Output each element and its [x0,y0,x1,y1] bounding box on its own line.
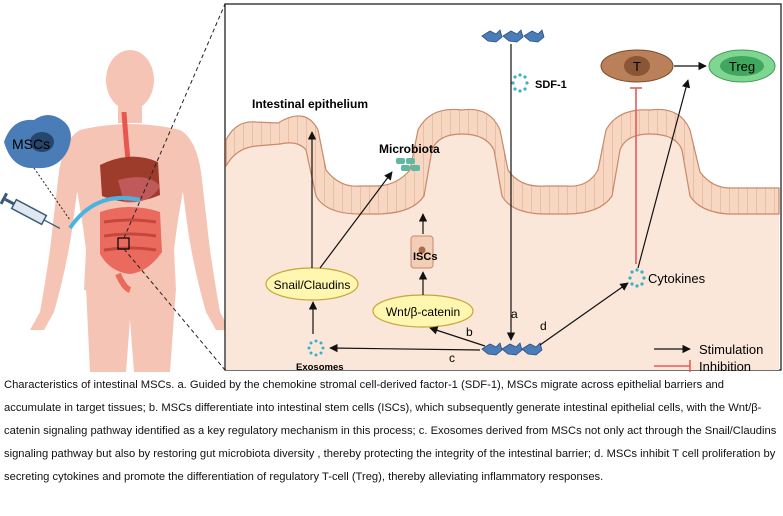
mechanism-diagram: MSCs SDF-1 Intestinal epithelium Microbi… [0,3,782,372]
msc-cluster-top-icon [481,29,545,43]
zoom-line-top [123,3,226,239]
figure-caption: Characteristics of intestinal MSCs. a. G… [4,379,777,483]
exosomes-label: Exosomes [296,362,344,372]
path-b-label: b [466,325,473,339]
isc-cell-icon [410,235,434,269]
sdf1-label: SDF-1 [535,79,567,91]
msc-cell-icon [4,115,71,169]
human-body-illustration [30,50,230,372]
arrow-snail-microbiota [319,171,393,269]
mscs-label: MSCs [12,136,50,152]
arrow-b [429,326,486,347]
exosomes-dots-icon [307,339,325,357]
wnt-label: Wnt/β-catenin [386,305,460,319]
syringe-icon [0,192,61,229]
t-cell-label: T [633,59,641,74]
t-cell-icon [600,49,674,83]
microbiota-icon [396,158,420,171]
path-a-label: a [511,307,518,321]
path-d-label: d [540,319,547,333]
zoom-region-box [117,237,130,250]
pathway-arrows [307,44,707,353]
iscs-label: ISCs [413,251,437,263]
intestinal-epithelium-label: Intestinal epithelium [252,97,368,111]
legend-inhibition-label: Inhibition [699,359,751,372]
msc-pointer-line [33,167,71,221]
treg-cell-icon [708,49,776,83]
microbiota-label: Microbiota [379,142,440,156]
cytokines-label: Cytokines [648,271,706,286]
msc-cluster-bottom-icon [481,342,543,356]
cytokines-dots-icon [628,268,646,288]
arrow-cytokines-treg [637,79,691,269]
sdf1-dots-icon [511,73,529,93]
intestinal-epithelium-tissue [225,108,780,370]
treg-label: Treg [729,59,755,74]
snail-claudins-label: Snail/Claudins [274,278,351,292]
path-c-label: c [449,351,455,365]
zoom-line-bottom [123,248,226,371]
legend-stimulation-label: Stimulation [699,342,763,357]
arrow-c [329,343,481,353]
arrow-d [539,282,629,346]
injection-path [68,195,141,230]
legend: Stimulation Inhibition [654,342,763,372]
